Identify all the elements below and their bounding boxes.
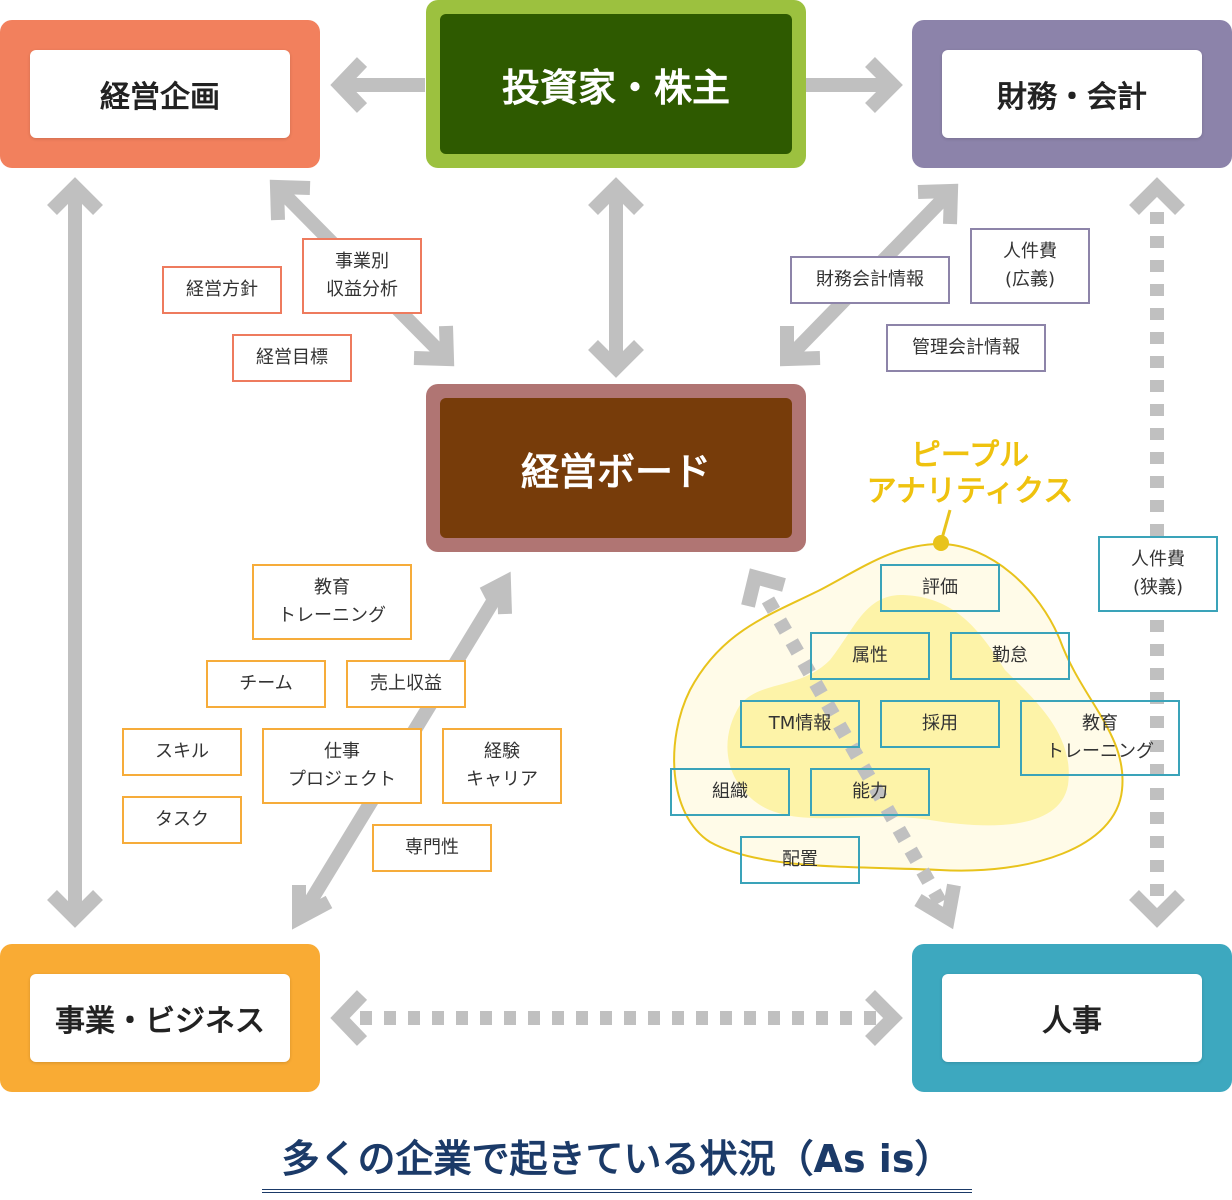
tag-hiring: 採用 [880,700,1000,748]
tag-education-hr: 教育 トレーニング [1020,700,1180,776]
tag-job-project: 仕事 プロジェクト [262,728,422,804]
board-label: 経営ボード [440,398,792,538]
tag-personnel-cost-narrow: 人件費 (狭義) [1098,536,1218,612]
investors-label: 投資家・株主 [440,14,792,154]
tag-financial-accounting: 財務会計情報 [790,256,950,304]
people-analytics-label: ピープル アナリティクス [866,438,1074,509]
tag-segment-profit: 事業別 収益分析 [302,238,422,314]
tag-attribute: 属性 [810,632,930,680]
business-label: 事業・ビジネス [30,974,290,1062]
planning-label: 経営企画 [30,50,290,138]
tag-education-business: 教育 トレーニング [252,564,412,640]
tag-sales: 売上収益 [346,660,466,708]
tag-tm-info: TM情報 [740,700,860,748]
tag-placement: 配置 [740,836,860,884]
analytics-blob-inner [727,595,1069,826]
tag-management-policy: 経営方針 [162,266,282,314]
tag-management-target: 経営目標 [232,334,352,382]
finance-label: 財務・会計 [942,50,1202,138]
tag-ability: 能力 [810,768,930,816]
tag-experience-career: 経験 キャリア [442,728,562,804]
tag-expertise: 専門性 [372,824,492,872]
tag-evaluation: 評価 [880,564,1000,612]
diagram-caption: 多くの企業で起きている状況（As is） [281,1137,953,1181]
hr-label: 人事 [942,974,1202,1062]
tag-skill: スキル [122,728,242,776]
tag-organization: 組織 [670,768,790,816]
tag-team: チーム [206,660,326,708]
caption-underline [262,1189,972,1193]
tag-management-accounting: 管理会計情報 [886,324,1046,372]
tag-task: タスク [122,796,242,844]
tag-attendance: 勤怠 [950,632,1070,680]
tag-personnel-cost-broad: 人件費 (広義) [970,228,1090,304]
